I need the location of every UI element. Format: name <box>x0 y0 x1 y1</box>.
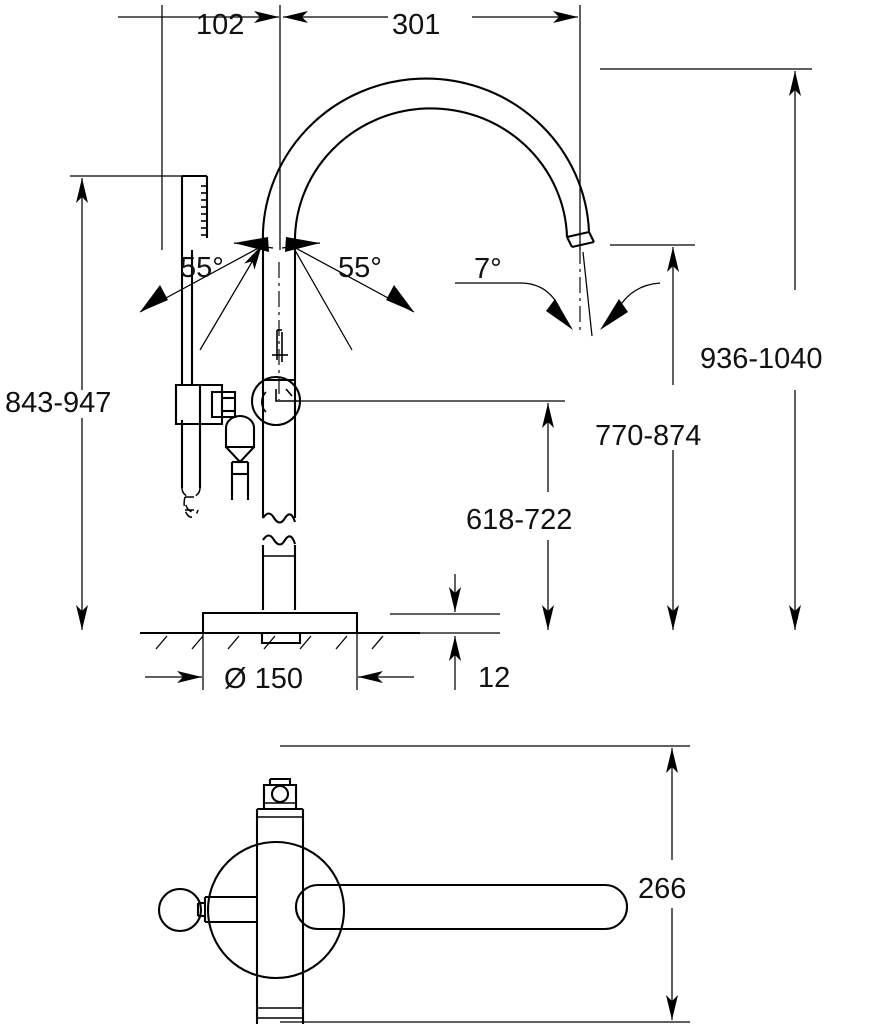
plan-view: 266 <box>157 745 690 1024</box>
dimension-angle-7: 7° <box>455 251 661 337</box>
dimension-843-947: 843-947 <box>5 175 186 630</box>
dimension-102-label: 102 <box>196 9 244 41</box>
dimension-266: 266 <box>280 745 690 1023</box>
dimension-843-947-label: 843-947 <box>5 387 111 419</box>
dimension-301-label: 301 <box>392 9 440 41</box>
dimension-12: 12 <box>390 574 510 694</box>
plan-rosette <box>206 840 346 980</box>
dimension-55-right-label: 55° <box>338 252 382 284</box>
riser-tube <box>261 245 297 395</box>
handshower-holder <box>174 383 256 500</box>
base-plate <box>140 611 420 650</box>
dimension-diameter-150: Ø 150 <box>145 633 414 695</box>
dimension-266-label: 266 <box>638 873 686 905</box>
dimension-618-722: 618-722 <box>300 400 572 630</box>
dimension-7-label: 7° <box>474 253 502 285</box>
dimension-936-1040: 936-1040 <box>600 68 823 630</box>
plan-lever-handle <box>294 883 629 931</box>
elevation-view: 102 301 55° 55° <box>5 5 823 695</box>
column-lower <box>261 460 297 610</box>
valve-body <box>250 375 302 460</box>
dimension-770-874-label: 770-874 <box>595 420 701 452</box>
center-lines <box>278 248 581 400</box>
dimension-diameter-150-label: Ø 150 <box>224 663 303 695</box>
dimension-936-1040-label: 936-1040 <box>700 343 823 375</box>
dimension-angle-55-right: 55° <box>281 237 415 351</box>
dimension-102: 102 <box>118 5 281 250</box>
plan-holder-stub <box>157 887 257 933</box>
dimension-12-label: 12 <box>478 662 510 694</box>
dimension-770-874: 770-874 <box>595 244 701 630</box>
spout-arc <box>261 77 595 249</box>
handshower <box>180 174 209 518</box>
dimension-618-722-label: 618-722 <box>466 504 572 536</box>
floor-hatching <box>155 635 384 650</box>
dimension-301: 301 <box>283 5 581 250</box>
dimension-angle-55-left: 55° <box>139 237 274 351</box>
dimension-55-left-label: 55° <box>180 252 224 284</box>
plan-top-fitting <box>262 777 298 811</box>
